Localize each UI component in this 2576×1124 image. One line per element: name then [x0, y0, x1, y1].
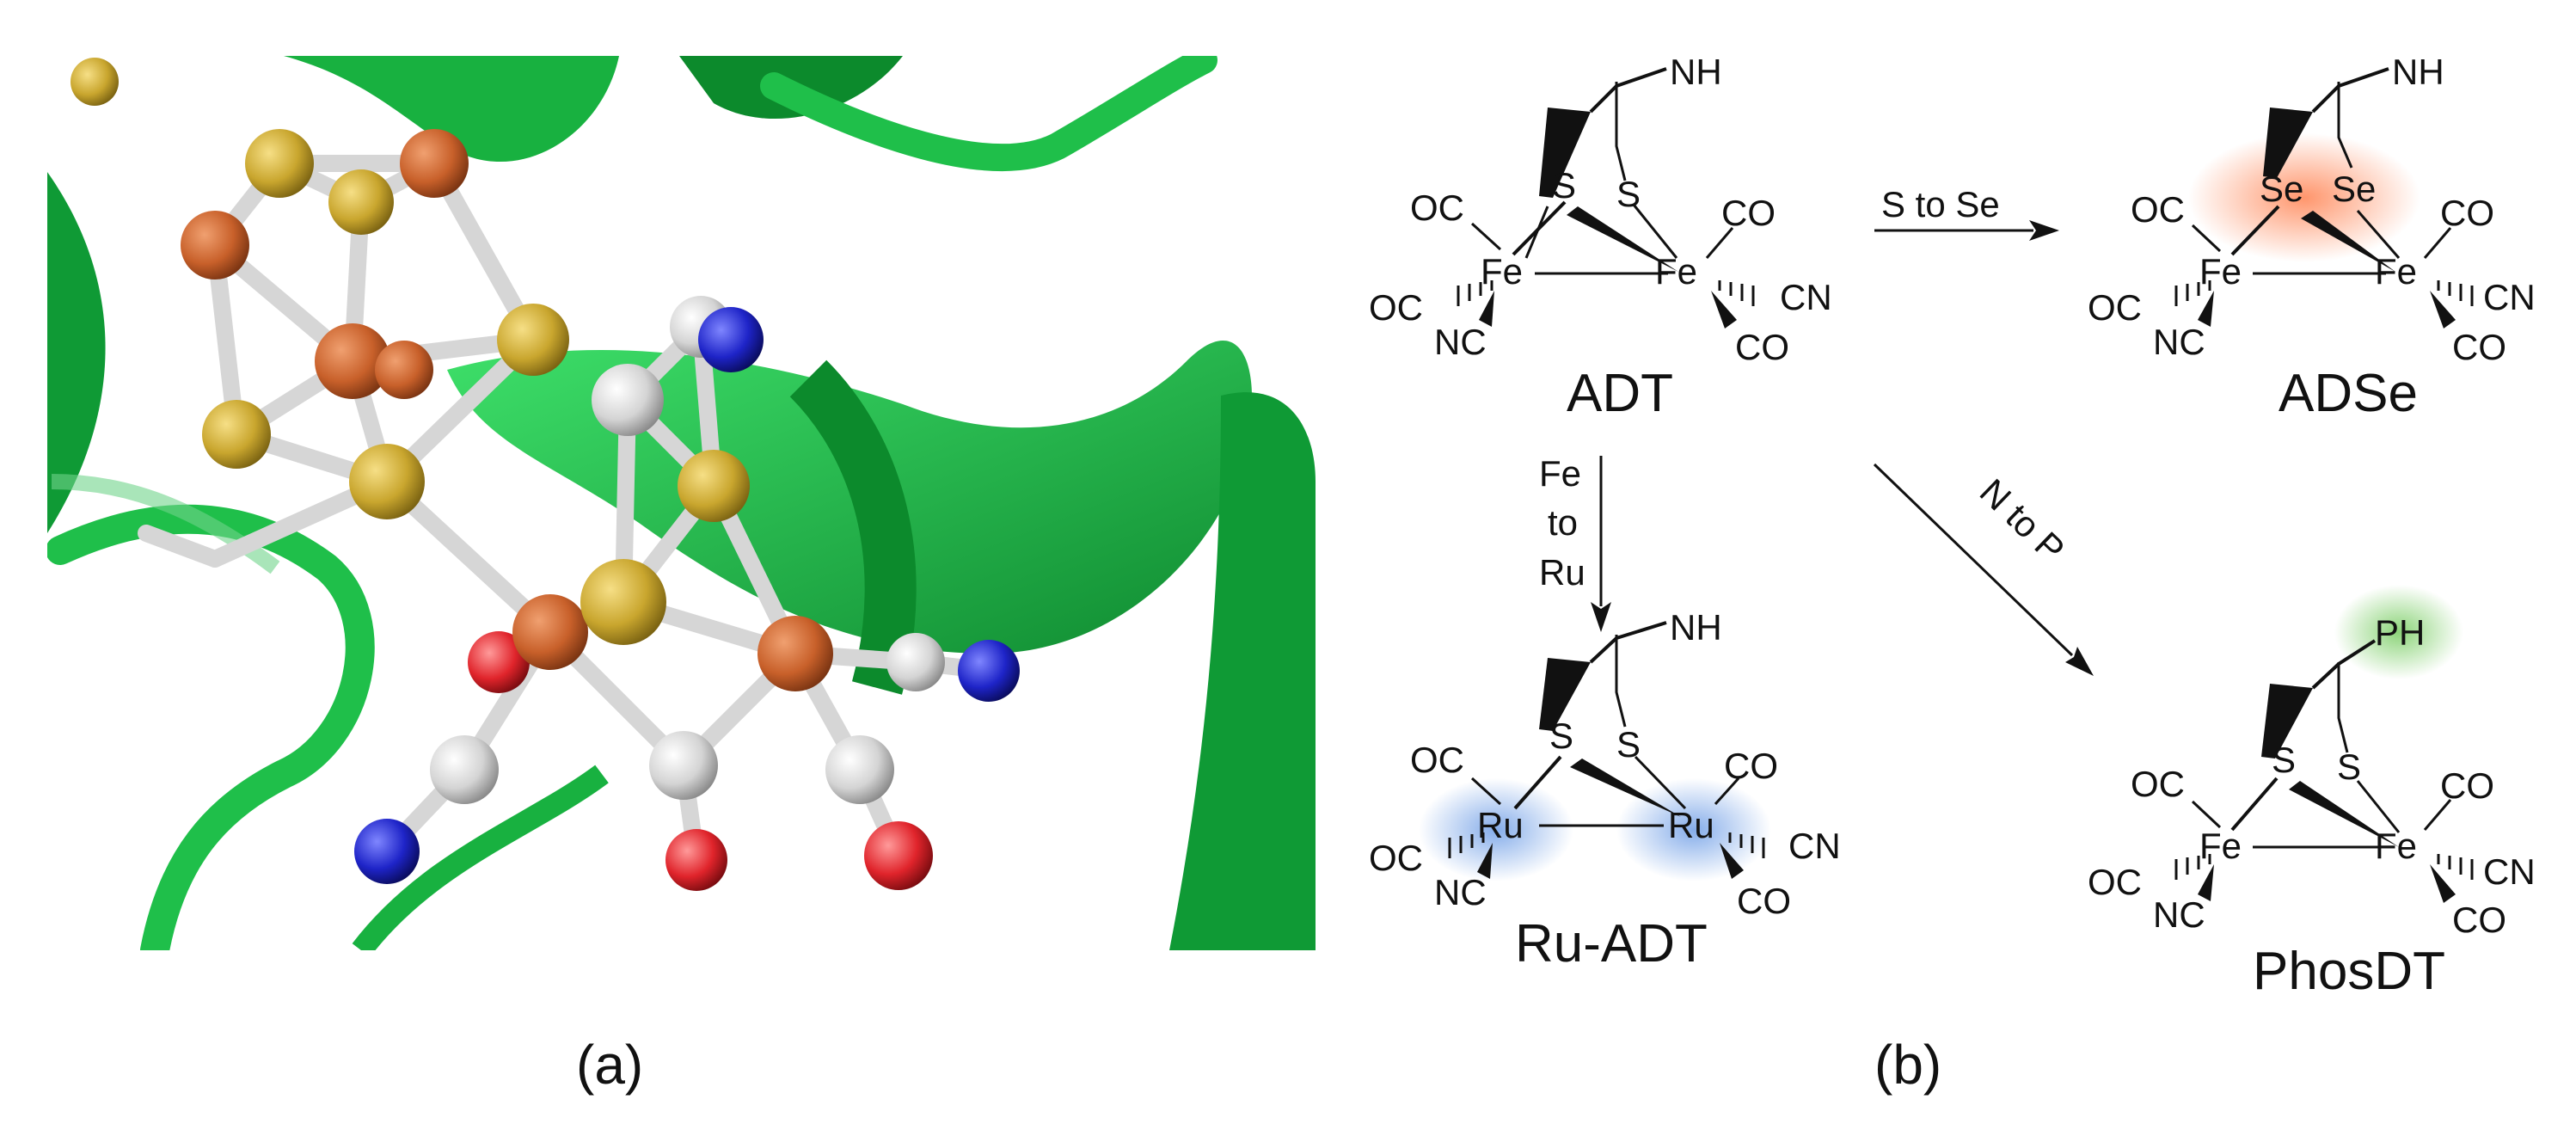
- ru-adt-sulfur-left: S: [1549, 716, 1573, 756]
- carbon-atom: [886, 633, 945, 691]
- arrow-to-label: to: [1548, 502, 1578, 543]
- ru-adt-sulfur-right: S: [1616, 724, 1641, 765]
- iron-atom: [400, 129, 469, 198]
- carbon-atom: [825, 735, 894, 804]
- phosdt-phosphine-label: PH: [2375, 612, 2425, 653]
- adse-name: ADSe: [2279, 364, 2418, 423]
- adse-ligand-nc: NC: [2153, 322, 2205, 362]
- se-highlight: [2188, 133, 2420, 262]
- adt-ligand-oc-top: OC: [1410, 187, 1464, 228]
- sulfur-atom: [328, 169, 394, 235]
- adt-ligand-oc-bottom: OC: [1369, 287, 1423, 328]
- iron-atom: [512, 594, 588, 670]
- nitrogen-atom: [354, 819, 420, 884]
- phosdt-ligand-oc-bottom: OC: [2088, 862, 2142, 902]
- sulfur-atom: [245, 129, 314, 198]
- phosdt-name: PhosDT: [2253, 942, 2445, 1001]
- oxygen-atom: [665, 829, 727, 891]
- oxygen-atom: [864, 821, 933, 890]
- adt-ligand-cn: CN: [1780, 277, 1832, 317]
- ru-adt-ligand-nc: NC: [1434, 872, 1487, 912]
- carbon-atom: [649, 731, 718, 800]
- iron-atom: [181, 211, 249, 279]
- iron-atom: [375, 341, 433, 399]
- phosdt-sulfur-left: S: [2272, 740, 2296, 780]
- p-highlight: [2334, 585, 2463, 679]
- sulfur-atom: [497, 304, 569, 376]
- coil-top-right: [760, 56, 1217, 171]
- nitrogen-atom: [698, 307, 764, 372]
- arrow-s-to-se-label: S to Se: [1881, 184, 2000, 224]
- adse-ligand-oc-bottom: OC: [2088, 287, 2142, 328]
- sulfur-atom: [678, 450, 750, 522]
- panel-a-structure: [47, 56, 1316, 950]
- oxygen-atom: [468, 631, 530, 693]
- adse-metal-left: Fe: [2199, 251, 2242, 292]
- adt-name: ADT: [1567, 364, 1673, 423]
- ru-adt-name: Ru-ADT: [1515, 914, 1708, 974]
- caption-a: (a): [576, 1034, 643, 1096]
- arrow-n-to-p-label: N to P: [1972, 471, 2073, 570]
- arrow-s-to-se: S to Se: [1874, 184, 2059, 241]
- carbon-atom: [430, 735, 499, 804]
- adt-sulfur-left: S: [1552, 165, 1576, 206]
- adse-ligand-oc-top: OC: [2131, 189, 2185, 230]
- phosdt-ligand-nc: NC: [2153, 894, 2205, 935]
- molecule-ru-adt: NH S S OC CO Ru Ru OC CN NC CO Ru-ADT: [1369, 607, 1841, 974]
- ru-adt-metal-right: Ru: [1668, 805, 1714, 845]
- ru-highlight-left: [1419, 778, 1573, 881]
- adt-amine-label: NH: [1670, 52, 1722, 92]
- sulfur-atom: [71, 58, 119, 106]
- phosdt-metal-right: Fe: [2375, 826, 2417, 866]
- cluster-atoms: [71, 58, 1020, 891]
- ribbon-top: [284, 56, 619, 163]
- phosdt-ligand-co-bottom: CO: [2452, 900, 2506, 940]
- adt-metal-left: Fe: [1481, 251, 1523, 292]
- adt-metal-right: Fe: [1655, 251, 1697, 292]
- helix-turn: [789, 359, 917, 695]
- adt-ligand-nc: NC: [1434, 322, 1487, 362]
- ru-adt-ligand-oc-top: OC: [1410, 740, 1464, 780]
- ru-adt-metal-left: Ru: [1477, 805, 1524, 845]
- iron-atom: [757, 616, 833, 691]
- adse-amine-label: NH: [2392, 52, 2444, 92]
- adt-sulfur-right: S: [1616, 174, 1641, 214]
- phosdt-ligand-co-top: CO: [2440, 765, 2494, 806]
- phosdt-ligand-cn: CN: [2483, 851, 2536, 892]
- phosdt-metal-left: Fe: [2199, 826, 2242, 866]
- molecule-phosdt: PH S S OC CO Fe Fe OC CN NC CO PhosDT: [2088, 585, 2536, 1001]
- phosdt-ligand-oc-top: OC: [2131, 764, 2185, 804]
- ru-adt-amine-label: NH: [1670, 607, 1722, 648]
- arrow-fe-to-ru: Fe to Ru: [1539, 453, 1611, 632]
- coil-bottom: [352, 765, 609, 950]
- adse-ligand-cn: CN: [2483, 277, 2536, 317]
- adse-ligand-co-bottom: CO: [2452, 327, 2506, 367]
- arrow-n-to-p: N to P: [1873, 463, 2094, 676]
- ru-adt-ligand-co-top: CO: [1724, 746, 1778, 786]
- ru-adt-ligand-co-bottom: CO: [1737, 881, 1791, 921]
- adt-ligand-co-bottom: CO: [1735, 327, 1789, 367]
- nitrogen-atom: [958, 640, 1020, 702]
- sulfur-atom: [349, 444, 425, 519]
- arrow-fe-label: Fe: [1539, 453, 1581, 494]
- ribbon-left: [47, 172, 106, 533]
- adse-ligand-co-top: CO: [2440, 193, 2494, 233]
- adt-ligand-co-top: CO: [1721, 193, 1776, 233]
- molecule-adse: NH Se Se OC CO Fe Fe OC CN NC CO ADSe: [2088, 52, 2536, 423]
- adse-metal-right: Fe: [2375, 251, 2417, 292]
- ru-adt-ligand-cn: CN: [1788, 826, 1841, 866]
- sulfur-atom: [580, 559, 666, 645]
- molecule-adt: NH S S OC CO Fe Fe OC CN NC CO ADT: [1369, 52, 1832, 423]
- arrow-ru-label: Ru: [1539, 552, 1585, 593]
- ribbon-right: [1169, 392, 1316, 950]
- phosdt-sulfur-right: S: [2337, 746, 2361, 787]
- carbon-atom: [592, 364, 664, 436]
- adse-selenium-left: Se: [2260, 169, 2303, 209]
- sulfur-atom: [202, 400, 271, 469]
- iron-atom: [315, 323, 390, 399]
- caption-b: (b): [1874, 1034, 1941, 1096]
- ru-adt-ligand-oc-bottom: OC: [1369, 838, 1423, 878]
- adse-selenium-right: Se: [2332, 169, 2376, 209]
